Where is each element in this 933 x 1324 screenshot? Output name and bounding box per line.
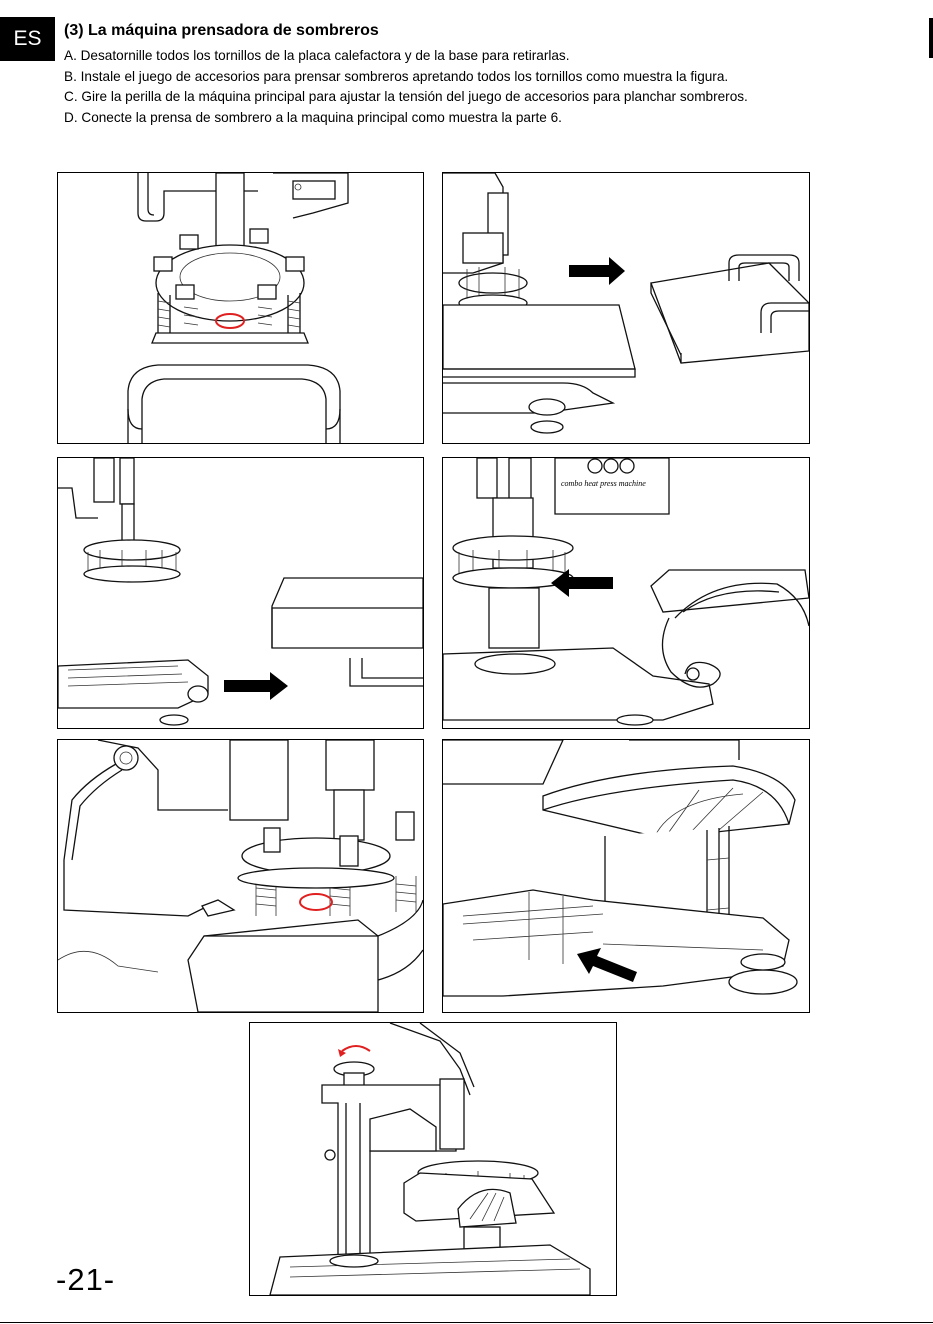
instruction-steps: A. Desatornille todos los tornillos de l…: [64, 46, 924, 128]
figure-tension-knob: [57, 739, 424, 1013]
figure-remove-heat-plate: [442, 172, 810, 444]
page-number: -21-: [56, 1262, 116, 1297]
figure-remove-screws: [57, 172, 424, 444]
control-panel-label: combo heat press machine: [561, 479, 646, 488]
control-panel: combo heat press machine: [561, 458, 646, 488]
edge-marker: [929, 18, 933, 58]
step-c: C. Gire la perilla de la máquina princip…: [64, 89, 748, 104]
step-b: B. Instale el juego de accesorios para p…: [64, 68, 729, 84]
figure-assembled-hat-press: [249, 1022, 617, 1296]
step-d: D. Conecte la prensa de sombrero a la ma…: [64, 109, 562, 125]
figure-install-hat-press: combo heat press machine: [442, 457, 810, 729]
language-tab: ES: [0, 17, 55, 61]
section-title: (3) La máquina prensadora de sombreros: [64, 22, 379, 39]
bottom-rule: [0, 1322, 933, 1323]
step-a: A. Desatornille todos los tornillos de l…: [64, 48, 570, 63]
figure-slide-hat-pad: [442, 739, 810, 1013]
figure-remove-base-plate: [57, 457, 424, 729]
